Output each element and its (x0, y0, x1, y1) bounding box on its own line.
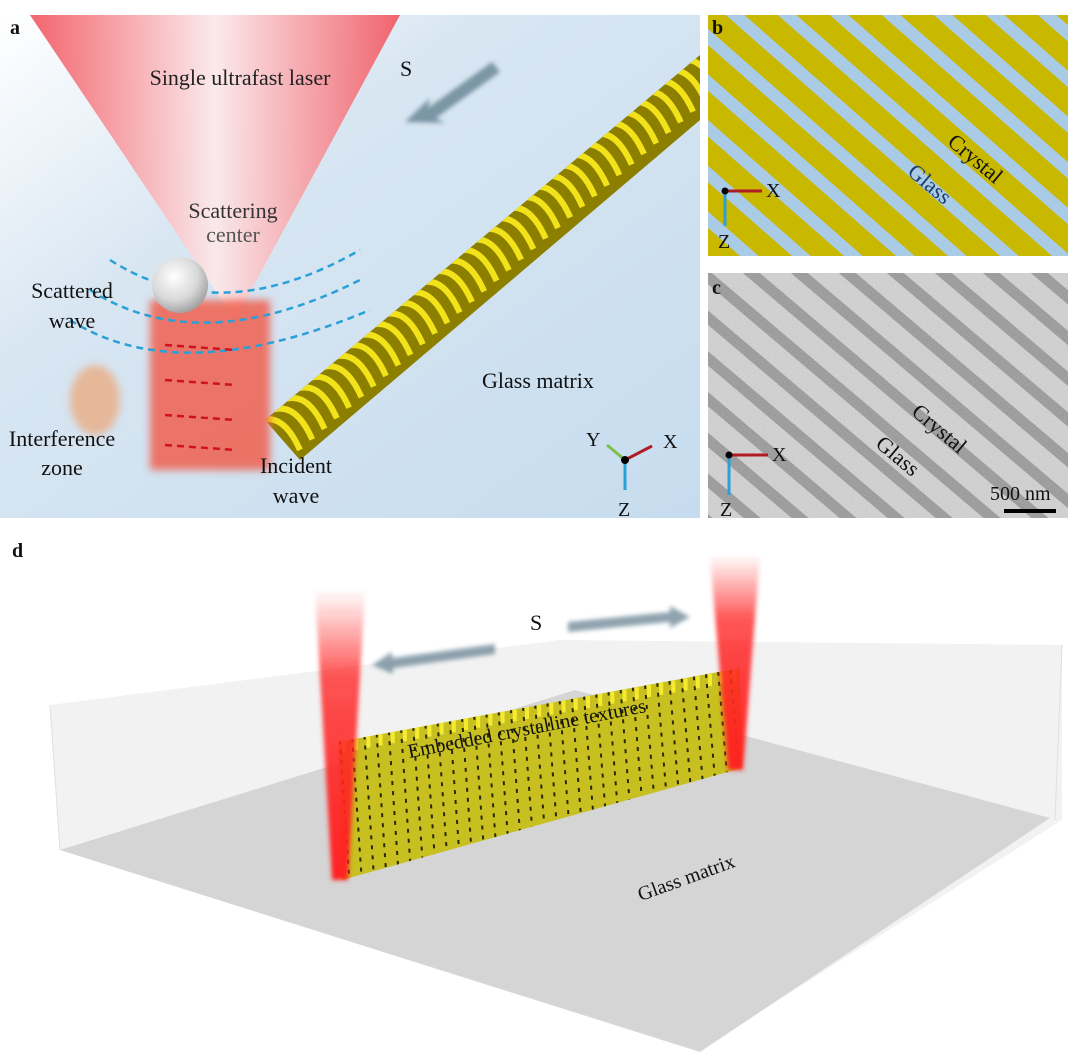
texture-slit (485, 713, 498, 851)
laser-beam-right (710, 555, 760, 770)
axis-triad-a (606, 443, 653, 490)
panel-c-micrograph (708, 260, 1080, 540)
crystal-stripe (900, 15, 1068, 163)
axis-label-x: X (663, 431, 678, 453)
scattered-wave-label-2: wave (48, 308, 96, 333)
texture-slit (412, 726, 425, 871)
crystal-stripe (848, 15, 1068, 208)
panel-label-d: d (12, 540, 24, 562)
scan-arrow (405, 62, 500, 123)
texture-slit (387, 731, 400, 877)
texture-slit (570, 698, 583, 828)
scan-direction-label-d: S (530, 610, 543, 635)
texture-slit (522, 706, 534, 841)
crystal-stripe (796, 15, 1068, 254)
glass-matrix-label-a: Glass matrix (482, 368, 594, 393)
texture-slit (400, 728, 412, 874)
scattering-center-label-2: center (206, 222, 260, 247)
interference-zone-label-1: Interference (8, 426, 116, 451)
crystal-stripe (708, 136, 844, 256)
interference-zone (70, 300, 270, 470)
crystal-stripe (708, 15, 1000, 256)
scattering-center-label-1: Scattering (188, 198, 278, 223)
crystal-stripe (1072, 260, 1080, 540)
crystal-stripe (708, 45, 948, 256)
scan-direction-label-a: S (400, 56, 413, 81)
texture-slit (583, 695, 595, 825)
texture-slit (509, 709, 522, 844)
texture-slit (461, 717, 473, 858)
laser-cone (30, 15, 400, 320)
texture-slit (631, 687, 644, 811)
axis-label-z-c: Z (720, 499, 733, 521)
scale-bar-label: 500 nm (990, 483, 1051, 505)
texture-slit (424, 724, 437, 867)
wave-fronts (69, 248, 371, 452)
texture-slit (375, 733, 388, 880)
texture-slit (546, 702, 559, 834)
axis-label-z: Z (618, 499, 631, 521)
crystal-stripe (952, 15, 1068, 117)
scattered-wave-front (109, 248, 361, 294)
texture-slit (644, 684, 656, 808)
texture-slit (558, 700, 571, 831)
texture-slit (448, 720, 461, 861)
panel-label-b: b (712, 17, 724, 39)
panel-b-illustration (708, 15, 1068, 256)
panel-d-illustration (49, 555, 1063, 1052)
texture-slit (595, 693, 608, 821)
incident-wave-label-1: Incident (259, 453, 333, 478)
crystal-stripe (708, 90, 896, 256)
panel-a-illustration (0, 15, 700, 518)
texture-slit (436, 722, 449, 864)
glass-block-bottom (60, 690, 1050, 1052)
texture-slit (668, 680, 681, 801)
texture-slit (607, 691, 620, 818)
incident-wave-label-2: wave (272, 483, 320, 508)
crystal-stripe (744, 15, 1052, 256)
scattering-center-sphere (152, 257, 208, 313)
laser-label: Single ultrafast laser (149, 65, 331, 90)
texture-slit (363, 735, 376, 880)
crystal-stripe (708, 182, 792, 256)
axis-label-x-c: X (772, 444, 787, 466)
axis-label-z-b: Z (718, 231, 731, 253)
laser-beam-left (315, 590, 365, 880)
scan-arrows-d (372, 606, 690, 674)
interference-zone-label-2: zone (41, 455, 83, 480)
scattered-wave-label-1: Scattered (31, 278, 113, 303)
axis-label-y: Y (586, 429, 601, 451)
texture-slit (473, 715, 486, 854)
axis-triad-b (721, 187, 762, 226)
texture-slit (534, 704, 547, 838)
panel-label-a: a (10, 17, 20, 39)
texture-slit (619, 689, 632, 815)
panel-label-c: c (712, 277, 721, 299)
scattered-wave-front (69, 308, 371, 354)
crystal-stripe (1004, 15, 1068, 71)
axis-triad-c (725, 451, 768, 495)
texture-slit (656, 682, 669, 805)
texture-slit (497, 711, 510, 848)
axis-label-x-b: X (766, 180, 781, 202)
